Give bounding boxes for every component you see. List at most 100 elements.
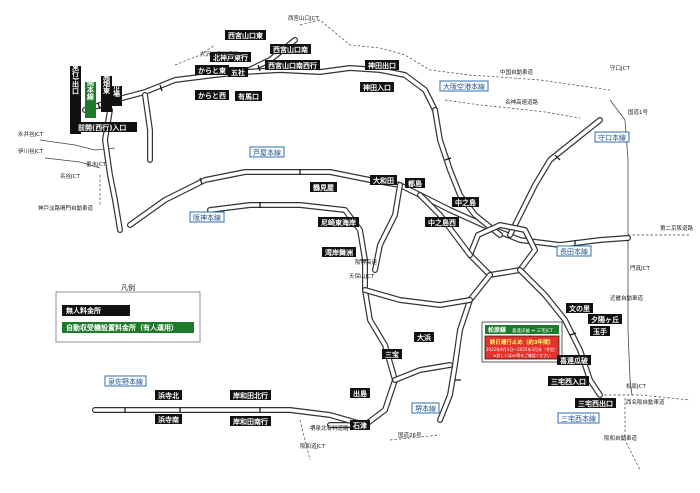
road-label-20: 国道26号 — [398, 431, 422, 439]
mainline-label-text: 堺本線 — [415, 404, 436, 413]
ikawadani-connector — [44, 157, 101, 169]
unmanned-label-26: 三宅西出口 — [575, 398, 616, 408]
unmanned-label-9: 有馬口 — [235, 91, 262, 101]
unmanned-label-16: 尼崎東海岸 — [318, 217, 359, 227]
unmanned-label-text: 布施畑東 — [102, 65, 111, 95]
kinki-expressway-line — [609, 99, 633, 396]
unmanned-label-text: 西宮山口東 — [228, 31, 264, 40]
unmanned-label-10: 前開(東行)出口 — [70, 45, 81, 134]
road-label-11: 阪神高速 — [355, 258, 378, 266]
expressway-routes — [82, 37, 631, 428]
legend-etc-swatch — [62, 322, 194, 333]
mainline-label-text: 三宅西本線 — [561, 414, 596, 423]
unmanned-label-text: 大和田 — [373, 176, 394, 185]
mainline-label-text: 阪神本線 — [193, 213, 221, 222]
mainline-label-text: 大阪空港本線 — [443, 82, 485, 91]
notice-route: 松原線 — [488, 326, 506, 334]
nishi-meihan-line — [600, 394, 691, 401]
unmanned-label-text: 市場 — [113, 82, 121, 98]
unmanned-label-15: 鶴見屋 — [310, 182, 337, 192]
unmanned-label-text: 鶴見屋 — [313, 183, 334, 192]
unmanned-label-29: 出島 — [350, 388, 370, 398]
unmanned-label-17: 湾岸舞洲 — [322, 247, 356, 257]
unmanned-label-text: 岸和田南行 — [233, 417, 268, 426]
unmanned-label-20: 都島 — [405, 178, 425, 188]
unmanned-label-text: 西宮山口南西行 — [268, 61, 317, 70]
mainline-label-text: 泉佐野本線 — [108, 377, 143, 386]
unmanned-label-7: からと西 — [195, 90, 229, 100]
unmanned-label-30: 石津 — [350, 420, 370, 430]
unmanned-label-text: 大浜 — [417, 333, 431, 342]
chugoku-expressway-line — [299, 19, 611, 91]
etc-label-text: 前開本線 — [87, 71, 96, 101]
unmanned-label-text: 文の里 — [569, 304, 590, 313]
unmanned-label-text: 浜寺北 — [158, 391, 179, 400]
etc-label-0: 前開本線 — [85, 71, 96, 118]
unmanned-label-13: 前開(西行)入口 — [75, 122, 137, 132]
road-label-14: 近畿自動車道 — [610, 294, 644, 302]
notice-sub: ※詳しくはHP等をご確認ください — [493, 353, 551, 358]
unmanned-label-text: 尼崎東海岸 — [321, 218, 356, 227]
legend-frame — [55, 291, 201, 343]
mainline-label-4: 泉佐野本線 — [104, 375, 147, 387]
mainline-label-2: 芦屋本線 — [249, 146, 285, 158]
unmanned-label-2: 西宮山口南西行 — [265, 60, 320, 70]
unmanned-label-6: からと東 — [195, 65, 229, 75]
unmanned-label-5: 神田入口 — [360, 82, 394, 92]
unmanned-label-text: 前開(東行)出口 — [71, 45, 80, 95]
unmanned-label-text: 三宅西入口 — [551, 377, 586, 386]
unmanned-label-8: 五社 — [228, 67, 248, 77]
road-label-13: 門真JCT — [630, 264, 650, 272]
mainline-label-text: 守口本線 — [598, 133, 626, 142]
unmanned-label-text: 三宝 — [385, 350, 399, 359]
road-label-2: 中国自動車道 — [500, 68, 534, 76]
legend-title: 凡例 — [121, 283, 135, 292]
unmanned-label-12: 市場 — [111, 82, 122, 106]
unmanned-label-28: 大浜 — [414, 332, 434, 342]
road-label-1: 大沢北有料道路 — [200, 50, 239, 58]
unmanned-label-text: からと西 — [198, 92, 226, 100]
road-label-21: 阪和道JCT — [300, 442, 326, 450]
route26-line — [389, 434, 441, 441]
unmanned-label-text: 北神戸東行 — [213, 53, 248, 62]
road-label-19: 堺泉北有料道路 — [310, 424, 349, 432]
connecting-roads — [39, 19, 691, 471]
road-label-8: 垂水JCT — [86, 160, 106, 168]
meishin-expressway-line — [444, 99, 581, 119]
unmanned-label-27: 三宝 — [382, 349, 402, 359]
road-label-16: 松原JCT — [626, 382, 646, 390]
unmanned-label-text: 西宮山口南 — [273, 45, 308, 54]
unmanned-label-4: 神田出口 — [365, 60, 399, 70]
unmanned-label-text: 神田出口 — [368, 61, 396, 70]
road-label-5: 国道1号 — [628, 108, 648, 116]
sakai-senboku-line — [299, 419, 311, 461]
road-label-0: 西宮山口JCT — [288, 14, 319, 22]
unmanned-label-19: 中之島 — [452, 197, 479, 207]
unmanned-label-text: 前開(西行)入口 — [78, 123, 126, 132]
unmanned-label-11: 布施畑東 — [101, 65, 112, 112]
unmanned-label-14: 大和田 — [370, 175, 397, 185]
mainline-label-5: 阪神本線 — [189, 211, 225, 223]
road-label-15: 天保山JCT — [349, 272, 375, 280]
unmanned-label-24: 喜連瓜破 — [557, 355, 591, 365]
etc-toll-labels: 前開本線 — [85, 71, 96, 118]
unmanned-label-25: 三宅西入口 — [548, 376, 589, 386]
mainline-label-1: 守口本線 — [594, 131, 630, 143]
road-label-9: 名谷JCT — [60, 172, 80, 180]
notice-red-box — [484, 335, 560, 360]
unmanned-label-32: 浜寺北 — [155, 390, 182, 400]
unmanned-label-3: 北神戸東行 — [210, 52, 251, 62]
unmanned-label-23: 玉手 — [590, 326, 610, 336]
unmanned-label-33: 岸和田北行 — [230, 390, 271, 400]
unmanned-label-text: 出島 — [353, 389, 367, 398]
road-label-3: 名神高速道路 — [505, 98, 539, 106]
legend-etc-label: 自動収受機設置料金所（有人運用） — [66, 323, 178, 332]
notice-period: 2022年4月1日～2025年3月末（予定） — [486, 346, 558, 352]
unmanned-label-text: 喜連瓜破 — [560, 356, 588, 365]
unmanned-label-text: からと東 — [198, 66, 227, 75]
unmanned-label-text: 五社 — [231, 68, 245, 77]
unmanned-label-34: 岸和田南行 — [230, 416, 271, 426]
mainline-label-text: 芦屋本線 — [253, 148, 281, 157]
